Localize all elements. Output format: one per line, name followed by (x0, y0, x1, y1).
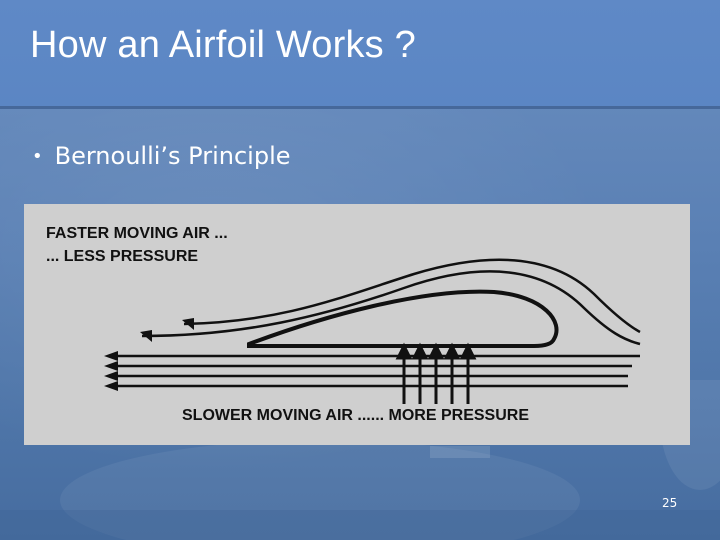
arrowhead-upper-2 (140, 330, 152, 342)
arrowhead-lower-3 (104, 371, 118, 381)
label-slower-air: SLOWER MOVING AIR ...... MORE PRESSURE (182, 407, 529, 424)
arrowhead-lower-1 (104, 351, 118, 361)
bullet-text: Bernoulli’s Principle (54, 142, 291, 170)
label-faster-air: FASTER MOVING AIR ... (46, 225, 228, 242)
upper-streamline-2 (141, 270, 641, 346)
arrowhead-lower-2 (104, 361, 118, 371)
airfoil-diagram: FASTER MOVING AIR ... ... LESS PRESSURE (24, 204, 690, 445)
upper-streamline-1 (183, 258, 641, 334)
arrowhead-lower-4 (104, 381, 118, 391)
airplane-background-graphic (0, 380, 720, 540)
bullet-icon: • (32, 145, 43, 167)
bullet-item: • Bernoulli’s Principle (32, 140, 291, 172)
arrowhead-upper-1 (182, 318, 194, 330)
page-number: 25 (662, 496, 678, 510)
slide-title: How an Airfoil Works ? (30, 24, 416, 66)
label-less-pressure: ... LESS PRESSURE (46, 248, 198, 265)
pressure-arrows (395, 342, 477, 404)
title-bar: How an Airfoil Works ? (0, 0, 720, 109)
airfoil-shape (247, 289, 559, 348)
